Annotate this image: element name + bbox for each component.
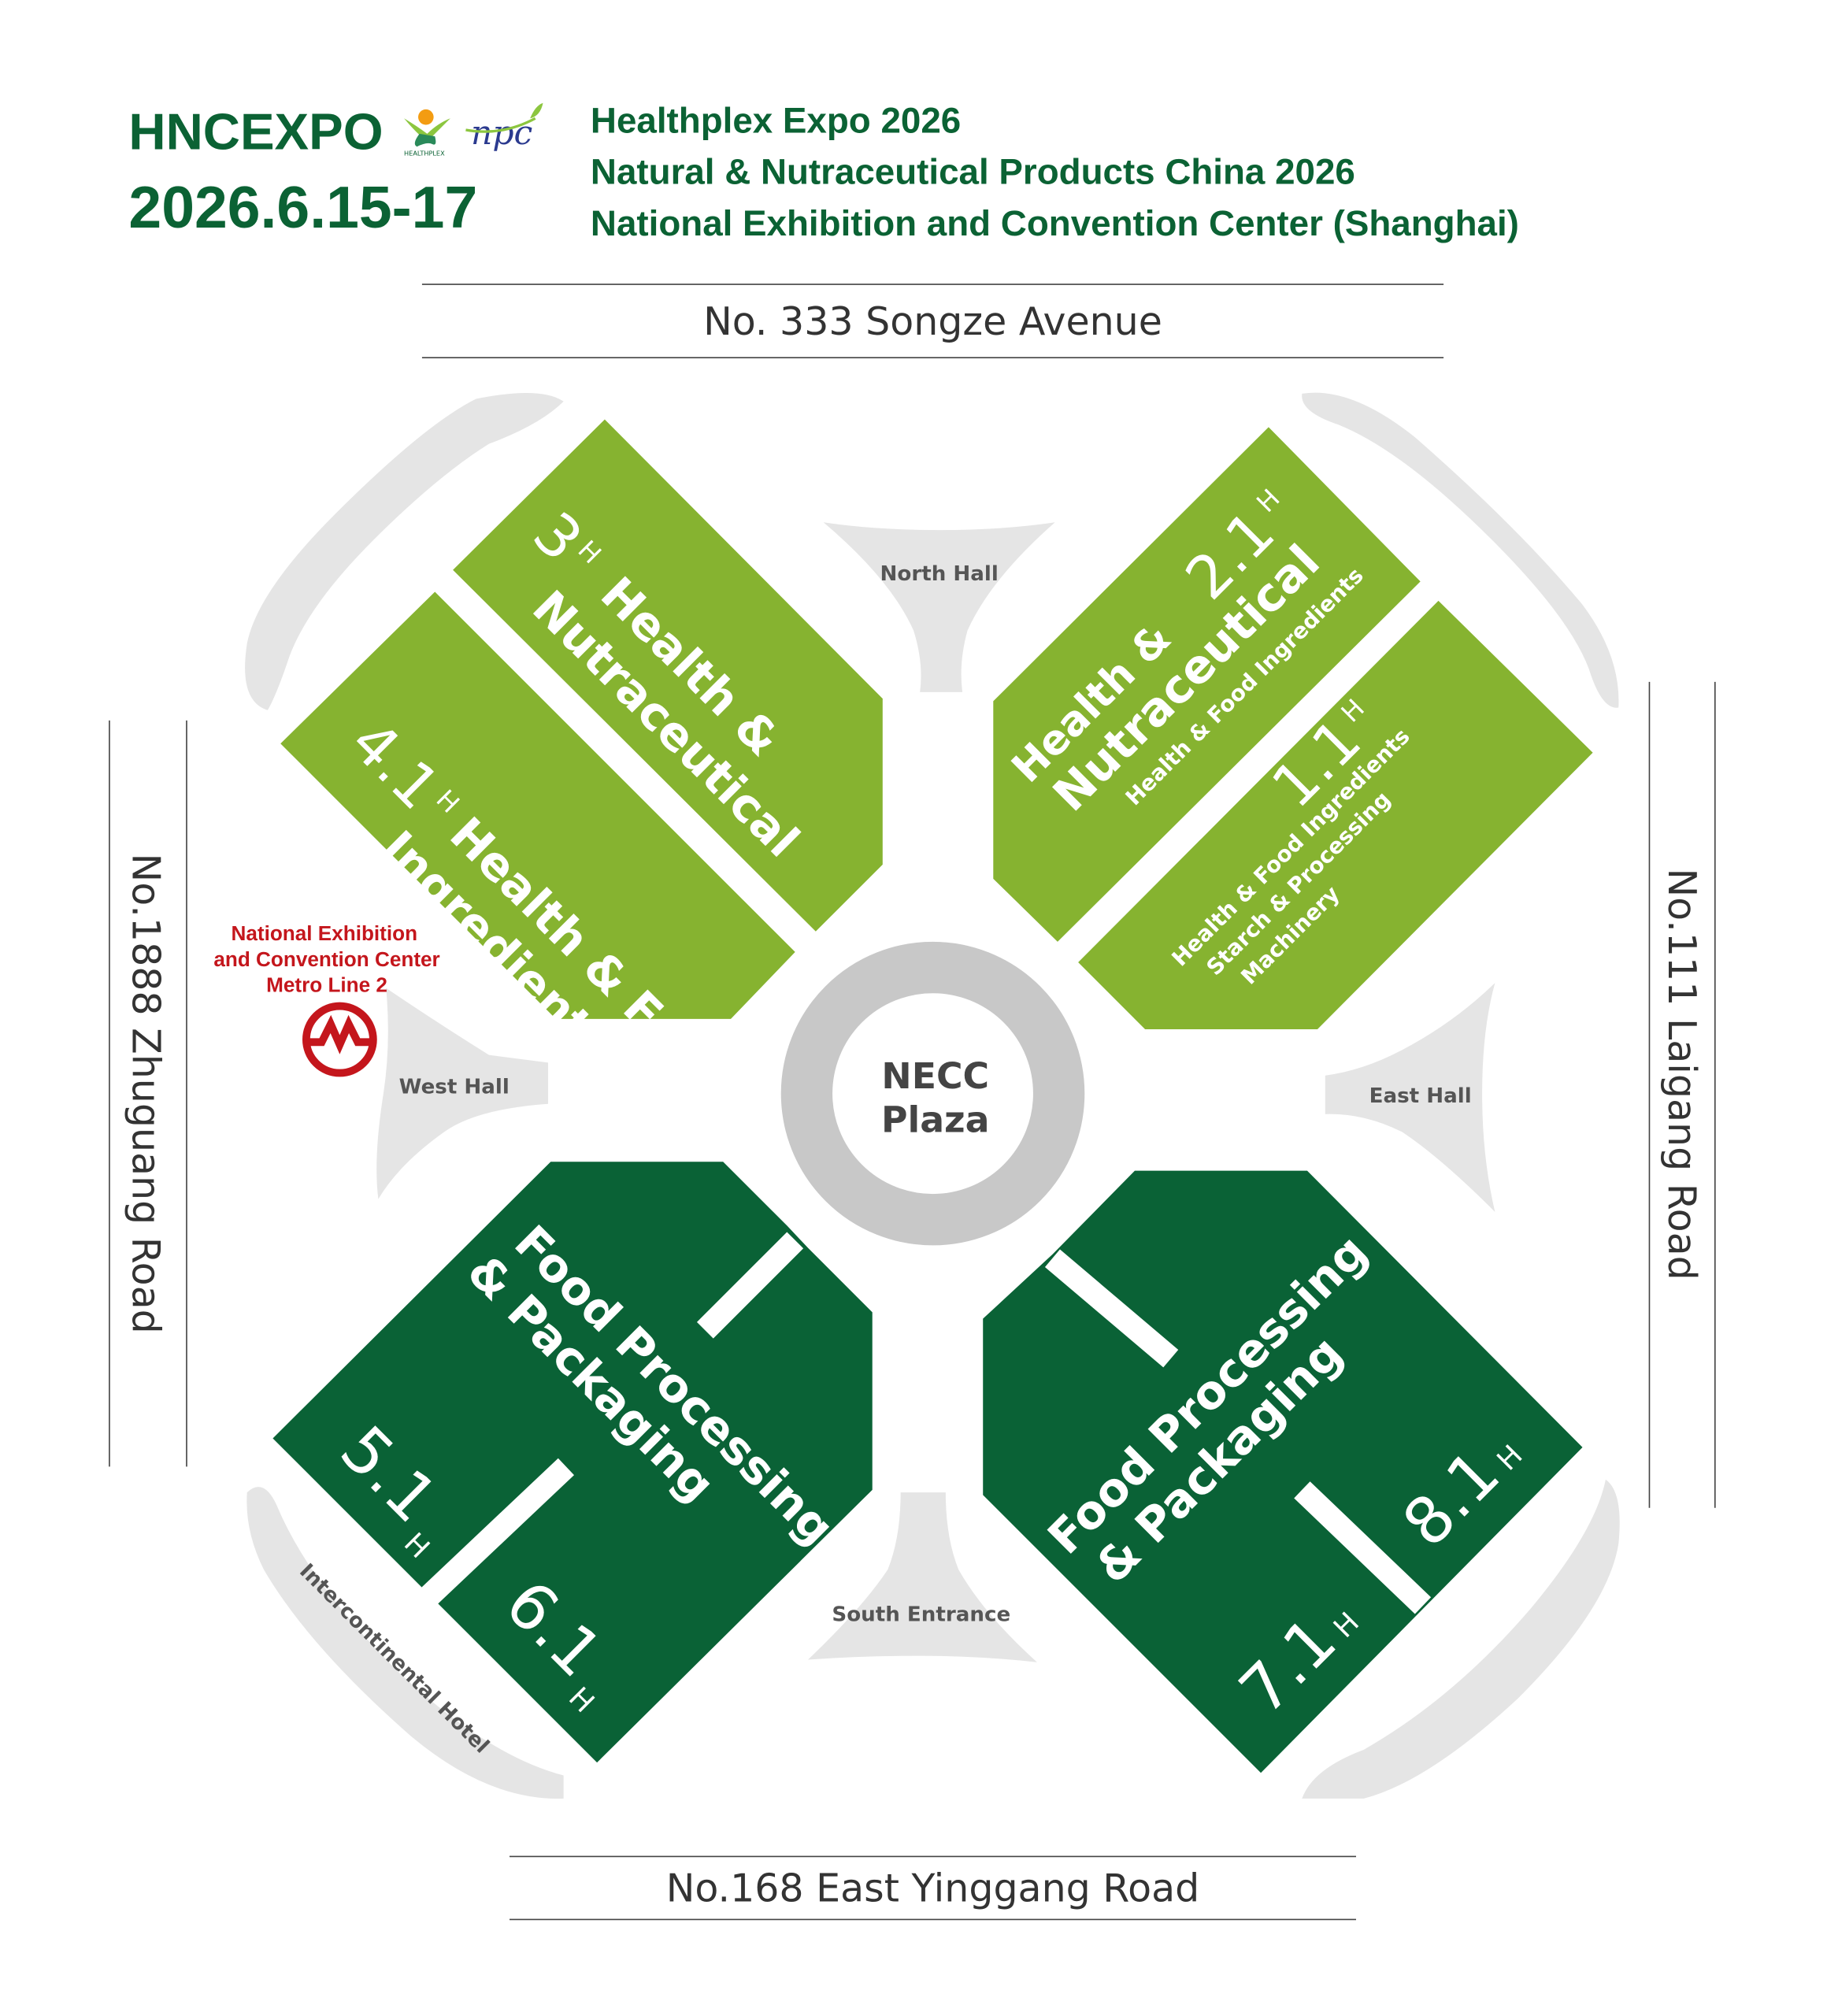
west-hall <box>376 988 549 1199</box>
road-north: No. 333 Songze Avenue <box>421 284 1444 358</box>
hall-1-1[interactable] <box>1078 600 1593 1029</box>
north-hall <box>823 522 1055 692</box>
grey-areas <box>245 392 1620 1799</box>
brand-logo: HNCEXPO <box>128 103 383 161</box>
healthplex-logo: HEALTHPLEX <box>404 109 450 158</box>
south-entrance-label: South Entrance <box>832 1603 1010 1626</box>
hall-4-1[interactable] <box>280 591 795 1019</box>
corner-se <box>1302 1479 1620 1799</box>
road-east: No.111 Laigang Road <box>1648 681 1716 1508</box>
hall-divider <box>696 1232 804 1339</box>
event-dates: 2026.6.15-17 <box>128 174 477 240</box>
road-west: No.1888 Zhuguang Road <box>109 720 187 1467</box>
corner-nw <box>245 393 564 710</box>
svg-text:Metro Line 2: Metro Line 2 <box>266 973 387 997</box>
south-entrance <box>808 1492 1037 1662</box>
svg-text:No. 333 Songze Avenue: No. 333 Songze Avenue <box>703 299 1162 344</box>
east-hall-label: East Hall <box>1369 1084 1472 1108</box>
hall-2-1[interactable] <box>993 427 1421 942</box>
svg-text:No.168 East Yinggang Road: No.168 East Yinggang Road <box>666 1866 1200 1911</box>
npc-logo: npc <box>465 102 543 153</box>
hall-divider <box>1044 1249 1179 1368</box>
svg-text:No.1888 Zhuguang Road: No.1888 Zhuguang Road <box>123 854 168 1334</box>
east-hall <box>1325 983 1495 1212</box>
svg-text:NECC: NECC <box>881 1055 989 1097</box>
metro-station[interactable]: National Exhibition and Convention Cente… <box>213 921 440 1077</box>
necc-plaza[interactable]: NECC Plaza <box>780 941 1085 1246</box>
hall-3[interactable] <box>453 419 883 932</box>
west-hall-label: West Hall <box>399 1076 510 1099</box>
road-south: No.168 East Yinggang Road <box>510 1855 1356 1921</box>
hall-divider <box>1294 1481 1432 1614</box>
header-line-1: Healthplex Expo 2026 <box>591 100 961 140</box>
svg-text:HEALTHPLEX: HEALTHPLEX <box>404 150 445 158</box>
svg-text:npc: npc <box>471 114 532 153</box>
svg-text:No.111 Laigang Road: No.111 Laigang Road <box>1659 869 1704 1280</box>
header-line-2: Natural & Nutraceutical Products China 2… <box>591 152 1355 192</box>
svg-text:National Exhibition: National Exhibition <box>231 921 417 945</box>
svg-text:Plaza: Plaza <box>881 1099 990 1141</box>
corner-sw <box>246 1487 564 1799</box>
header: HNCEXPO HEALTHPLEX npc 2026.6.15-17 Heal… <box>128 100 1518 243</box>
north-hall-label: North Hall <box>880 562 999 586</box>
svg-text:and Convention Center: and Convention Center <box>213 947 439 971</box>
header-line-3: National Exhibition and Convention Cente… <box>591 203 1519 243</box>
hall-divider <box>417 1458 575 1610</box>
metro-icon <box>302 1002 377 1077</box>
